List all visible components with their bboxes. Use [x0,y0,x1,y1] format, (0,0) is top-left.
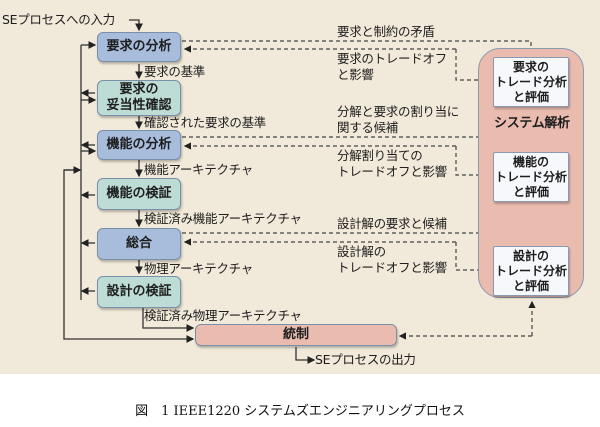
box-functional-analysis[interactable]: 機能の分析 [97,130,181,160]
flow-label: 確認された要求の基準 [144,115,267,130]
figure-caption: 図 1 IEEE1220 システムズエンジニアリングプロセス [135,404,465,419]
flow-label: 物理アーキテクチャ [144,261,253,276]
dashed-label: 分解割り当ての トレードオフと影響 [337,148,447,179]
box-requirements-validation[interactable]: 要求の 妥当性確認 [97,80,181,116]
flow-arrow [142,308,195,332]
box-design-verification[interactable]: 設計の検証 [97,276,181,308]
input-label: SEプロセスへの入力 [2,12,115,27]
output-label: SEプロセスの出力 [315,352,416,367]
box-design-tradeoff[interactable]: 設計の トレード分析 と評価 [493,246,569,296]
flow-label: 機能アーキテクチャ [144,162,253,177]
flow-label: 要求の基準 [144,64,206,79]
output-arrow [295,347,316,364]
dashed-label: 分解と要求の割り当に 関する候補 [337,104,460,135]
dashed-label: 設計解の要求と候補 [337,216,447,231]
dashed-label: 設計解の トレードオフと影響 [337,244,447,275]
flow-label: 検証済み機能アーキテクチャ [144,211,302,226]
input-arrow [129,19,143,32]
dashed-label: 要求と制約の矛盾 [337,24,435,39]
system-analysis-title: システム解析 [494,116,570,131]
dashed-label: 要求のトレードオフ と影響 [337,51,447,82]
box-control[interactable]: 統制 [195,324,397,346]
box-synthesis[interactable]: 総合 [97,228,181,260]
box-functional-tradeoff[interactable]: 機能の トレード分析 と評価 [493,152,569,202]
box-requirements-analysis[interactable]: 要求の分析 [97,32,181,62]
flow-label: 検証済み物理アーキテクチャ [144,308,302,323]
box-requirements-tradeoff[interactable]: 要求の トレード分析 と評価 [493,57,569,107]
box-functional-verification[interactable]: 機能の検証 [97,178,181,210]
